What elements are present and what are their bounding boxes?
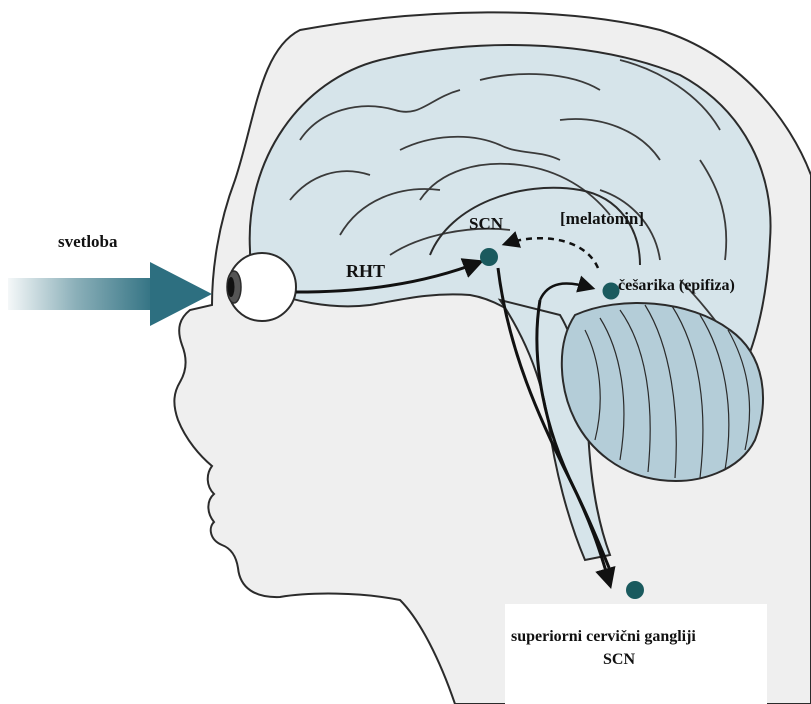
label-rht: RHT bbox=[346, 261, 385, 282]
ganglia-dot bbox=[626, 581, 644, 599]
label-pineal-gland: češarika (epifiza) bbox=[618, 277, 735, 295]
pineal-gland bbox=[603, 283, 620, 300]
ganglia-label-box bbox=[505, 604, 767, 704]
label-superior-cervical-ganglia: superiorni cervični gangliji bbox=[511, 628, 696, 646]
label-scn: SCN bbox=[469, 214, 503, 234]
scn-nucleus bbox=[480, 248, 498, 266]
eye-icon bbox=[227, 253, 296, 321]
label-light: svetloba bbox=[58, 232, 118, 252]
light-arrow bbox=[8, 262, 212, 326]
label-ganglia-scn: SCN bbox=[603, 651, 635, 669]
label-melatonin: [melatonin] bbox=[560, 209, 644, 229]
